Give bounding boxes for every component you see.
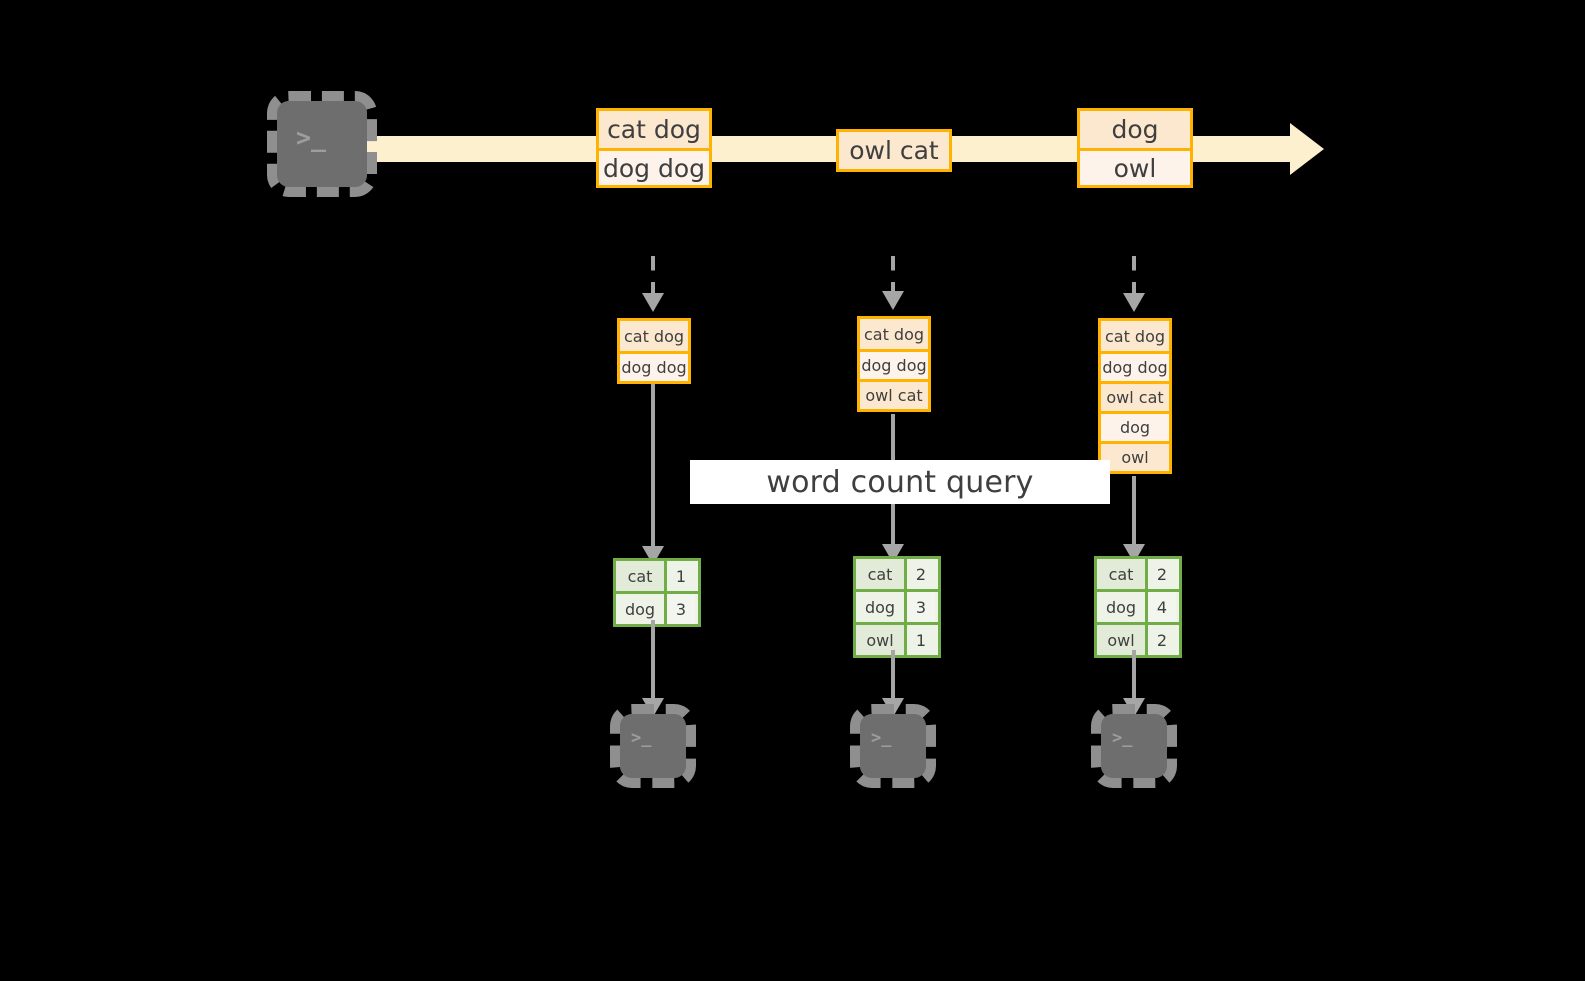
stream-message-1[interactable]: cat dog dog dog	[596, 108, 712, 188]
message-line: cat dog	[860, 319, 928, 349]
message-line: dog dog	[860, 349, 928, 379]
sink-terminal-icon-col1[interactable]: >_	[609, 703, 697, 789]
count-cell: 3	[664, 594, 695, 624]
result-to-sink-connector-col1	[651, 620, 655, 702]
message-line: owl	[1080, 148, 1190, 185]
message-line: owl cat	[839, 132, 949, 169]
terminal-prompt: >_	[296, 123, 327, 152]
message-line: dog dog	[620, 351, 688, 381]
table-row: cat 1	[616, 561, 698, 591]
message-line: cat dog	[1101, 321, 1169, 351]
word-cell: cat	[856, 559, 904, 589]
terminal-prompt: >_	[631, 728, 652, 748]
terminal-screen: >_	[860, 714, 926, 778]
terminal-screen: >_	[1101, 714, 1167, 778]
message-line: dog dog	[599, 148, 709, 185]
table-row: owl 1	[856, 622, 938, 655]
terminal-screen: >_	[620, 714, 686, 778]
word-cell: owl	[1097, 625, 1145, 655]
result-to-sink-connector-col2	[891, 650, 895, 702]
count-cell: 2	[1145, 625, 1176, 655]
message-line: dog	[1080, 111, 1190, 148]
table-row: owl 2	[1097, 622, 1179, 655]
count-cell: 4	[1145, 592, 1176, 622]
result-table-col3[interactable]: cat 2 dog 4 owl 2	[1094, 556, 1182, 658]
sink-terminal-icon-col2[interactable]: >_	[849, 703, 937, 789]
accumulated-messages-col3[interactable]: cat dog dog dog owl cat dog owl	[1098, 318, 1172, 474]
source-terminal-icon[interactable]: >_	[266, 90, 378, 198]
message-line: dog dog	[1101, 351, 1169, 381]
batch-to-result-connector-col1	[651, 384, 655, 550]
result-table-col2[interactable]: cat 2 dog 3 owl 1	[853, 556, 941, 658]
stream-message-2[interactable]: owl cat	[836, 129, 952, 172]
arrow-down-icon	[882, 698, 904, 717]
table-row: dog 3	[856, 589, 938, 622]
arrow-right-icon	[1290, 123, 1324, 175]
terminal-prompt: >_	[871, 728, 892, 748]
count-cell: 2	[1145, 559, 1176, 589]
result-table-col1[interactable]: cat 1 dog 3	[613, 558, 701, 627]
word-cell: dog	[1097, 592, 1145, 622]
accumulated-messages-col2[interactable]: cat dog dog dog owl cat	[857, 316, 931, 412]
arrow-down-icon	[1123, 293, 1145, 312]
table-row: dog 3	[616, 591, 698, 624]
batch-to-result-connector-col3	[1132, 476, 1136, 548]
accumulated-messages-col1[interactable]: cat dog dog dog	[617, 318, 691, 384]
sink-terminal-icon-col3[interactable]: >_	[1090, 703, 1178, 789]
arrow-down-icon	[882, 291, 904, 310]
table-row: cat 2	[856, 559, 938, 589]
terminal-prompt: >_	[1112, 728, 1133, 748]
message-line: cat dog	[620, 321, 688, 351]
message-line: owl cat	[1101, 381, 1169, 411]
stream-to-batch-connector	[891, 256, 895, 295]
word-cell: dog	[856, 592, 904, 622]
query-caption-label: word count query	[766, 464, 1034, 500]
word-cell: cat	[616, 561, 664, 591]
word-cell: dog	[616, 594, 664, 624]
arrow-down-icon	[1123, 698, 1145, 717]
table-row: cat 2	[1097, 559, 1179, 589]
word-cell: owl	[856, 625, 904, 655]
count-cell: 3	[904, 592, 935, 622]
message-line: cat dog	[599, 111, 709, 148]
message-line: dog	[1101, 411, 1169, 441]
arrow-down-icon	[642, 293, 664, 312]
count-cell: 1	[664, 561, 695, 591]
stream-to-batch-connector	[651, 256, 655, 295]
stream-to-batch-connector	[1132, 256, 1136, 295]
terminal-screen: >_	[277, 101, 367, 187]
arrow-down-icon	[642, 698, 664, 717]
word-cell: cat	[1097, 559, 1145, 589]
stream-message-3[interactable]: dog owl	[1077, 108, 1193, 188]
result-to-sink-connector-col3	[1132, 650, 1136, 702]
query-caption: word count query	[690, 460, 1110, 504]
message-line: owl cat	[860, 379, 928, 409]
count-cell: 2	[904, 559, 935, 589]
count-cell: 1	[904, 625, 935, 655]
table-row: dog 4	[1097, 589, 1179, 622]
message-line: owl	[1101, 441, 1169, 471]
